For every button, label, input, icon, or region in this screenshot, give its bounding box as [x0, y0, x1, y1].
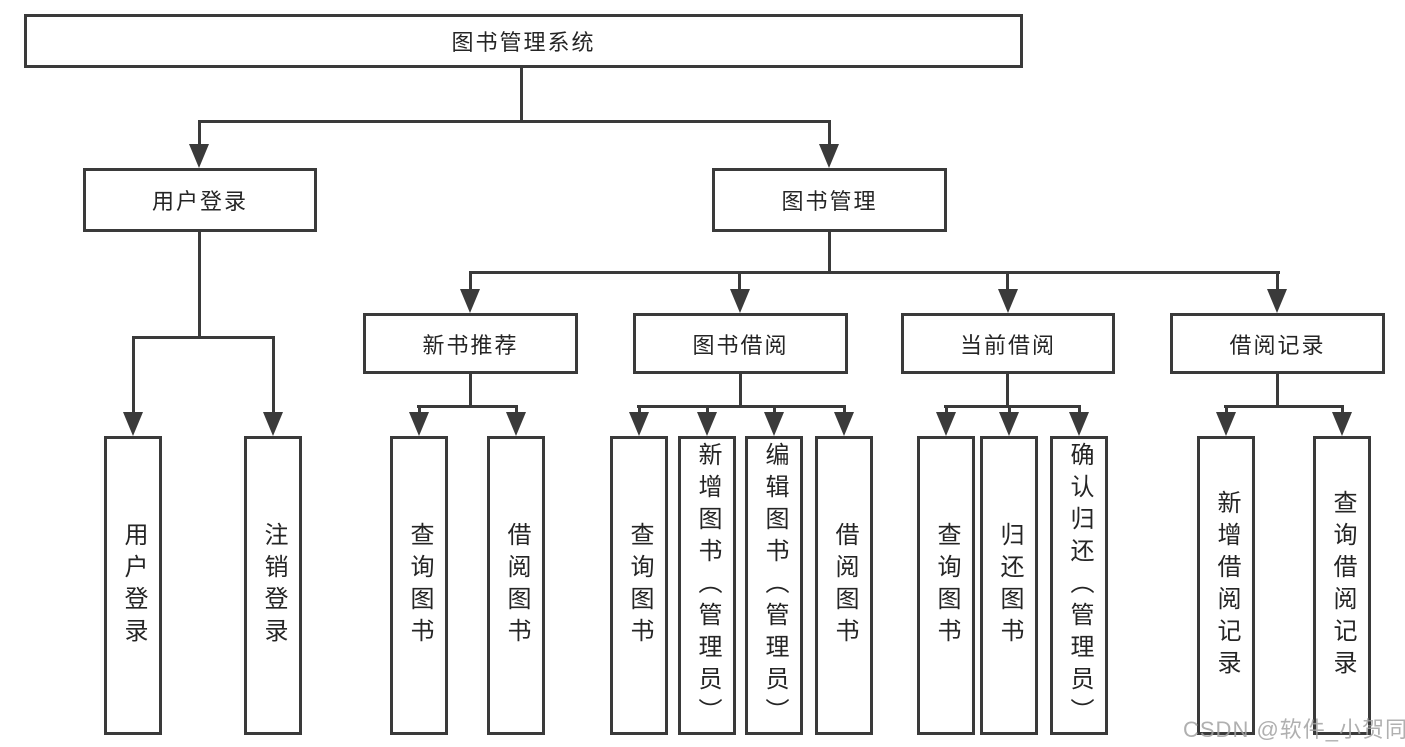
connector-line [1078, 405, 1081, 414]
connector-line [1341, 405, 1344, 414]
leaf-logout-label: 注销登录 [260, 521, 287, 650]
arrow-down-icon [999, 412, 1019, 436]
leaf-cb-confirm-return-admin: 确认归还（管理员） [1050, 436, 1108, 735]
leaf-rec-query-books-label: 查询图书 [406, 521, 433, 650]
connector-line [638, 405, 641, 414]
leaf-bb-edit-books-admin-label: 编辑图书（管理员） [761, 441, 788, 730]
arrow-down-icon [629, 412, 649, 436]
leaf-bb-query-books: 查询图书 [610, 436, 668, 735]
arrow-down-icon [123, 412, 143, 436]
arrow-down-icon [263, 412, 283, 436]
leaf-cb-confirm-return-admin-label: 确认归还（管理员） [1066, 441, 1093, 730]
connector-line [739, 374, 742, 406]
connector-line [944, 405, 1081, 408]
connector-line [1276, 271, 1279, 291]
connector-line [469, 374, 472, 406]
connector-line [132, 336, 135, 416]
leaf-bb-edit-books-admin: 编辑图书（管理员） [745, 436, 803, 735]
arrow-down-icon [1216, 412, 1236, 436]
arrow-down-icon [834, 412, 854, 436]
leaf-br-query-record-label: 查询借阅记录 [1329, 489, 1356, 682]
leaf-rec-borrow-books: 借阅图书 [487, 436, 545, 735]
leaf-br-add-record: 新增借阅记录 [1197, 436, 1255, 735]
node-user-login-branch: 用户登录 [83, 168, 317, 232]
arrow-down-icon [764, 412, 784, 436]
node-borrow-records-label: 借阅记录 [1229, 332, 1326, 358]
connector-line [198, 232, 201, 337]
connector-line [706, 405, 709, 414]
connector-line [1008, 405, 1011, 414]
leaf-cb-query-books: 查询图书 [917, 436, 975, 735]
connector-line [1224, 405, 1344, 408]
connector-line [1006, 271, 1009, 291]
node-root-label: 图书管理系统 [451, 30, 596, 55]
connector-line [843, 405, 846, 414]
node-book-borrow: 图书借阅 [633, 313, 848, 374]
connector-line [418, 405, 421, 414]
node-user-login-branch-label: 用户登录 [151, 189, 248, 214]
node-current-borrow: 当前借阅 [901, 313, 1115, 374]
connector-line [637, 405, 846, 408]
leaf-logout: 注销登录 [244, 436, 302, 735]
connector-line [945, 405, 948, 414]
arrow-down-icon [409, 412, 429, 436]
leaf-br-query-record: 查询借阅记录 [1313, 436, 1371, 735]
leaf-bb-query-books-label: 查询图书 [626, 521, 653, 650]
connector-line [198, 120, 831, 123]
leaf-br-add-record-label: 新增借阅记录 [1213, 489, 1240, 682]
connector-line [132, 336, 275, 339]
connector-line [773, 405, 776, 414]
connector-line [515, 405, 518, 414]
arrow-down-icon [998, 289, 1018, 313]
connector-line [828, 232, 831, 272]
leaf-user-login-label: 用户登录 [120, 521, 147, 650]
connector-line [469, 271, 472, 291]
arrow-down-icon [506, 412, 526, 436]
connector-line [1276, 374, 1279, 406]
node-book-management: 图书管理 [712, 168, 947, 232]
connector-line [1006, 374, 1009, 406]
connector-line [828, 120, 831, 144]
leaf-rec-borrow-books-label: 借阅图书 [503, 521, 530, 650]
connector-line [520, 68, 523, 120]
connector-line [1225, 405, 1228, 414]
arrow-down-icon [1332, 412, 1352, 436]
connector-line [469, 271, 1280, 274]
connector-line [272, 336, 275, 416]
leaf-rec-query-books: 查询图书 [390, 436, 448, 735]
arrow-down-icon [697, 412, 717, 436]
arrow-down-icon [1267, 289, 1287, 313]
node-book-management-label: 图书管理 [781, 189, 878, 214]
arrow-down-icon [1069, 412, 1089, 436]
arrow-down-icon [460, 289, 480, 313]
node-book-borrow-label: 图书借阅 [692, 332, 789, 358]
connector-line [417, 405, 517, 408]
arrow-down-icon [936, 412, 956, 436]
connector-line [198, 120, 201, 144]
node-new-book-recommend-label: 新书推荐 [422, 332, 519, 358]
node-new-book-recommend: 新书推荐 [363, 313, 578, 374]
leaf-user-login: 用户登录 [104, 436, 162, 735]
arrow-down-icon [819, 144, 839, 168]
leaf-bb-add-books-admin: 新增图书（管理员） [678, 436, 736, 735]
connector-line [738, 271, 741, 291]
leaf-bb-add-books-admin-label: 新增图书（管理员） [694, 441, 721, 730]
arrow-down-icon [189, 144, 209, 168]
leaf-cb-return-books-label: 归还图书 [996, 521, 1023, 650]
arrow-down-icon [730, 289, 750, 313]
leaf-cb-query-books-label: 查询图书 [933, 521, 960, 650]
node-borrow-records: 借阅记录 [1170, 313, 1385, 374]
leaf-bb-borrow-books: 借阅图书 [815, 436, 873, 735]
csdn-watermark: CSDN @软件_小贺同学 [1183, 717, 1405, 742]
leaf-cb-return-books: 归还图书 [980, 436, 1038, 735]
node-root: 图书管理系统 [24, 14, 1023, 68]
leaf-bb-borrow-books-label: 借阅图书 [831, 521, 858, 650]
node-current-borrow-label: 当前借阅 [959, 332, 1056, 358]
